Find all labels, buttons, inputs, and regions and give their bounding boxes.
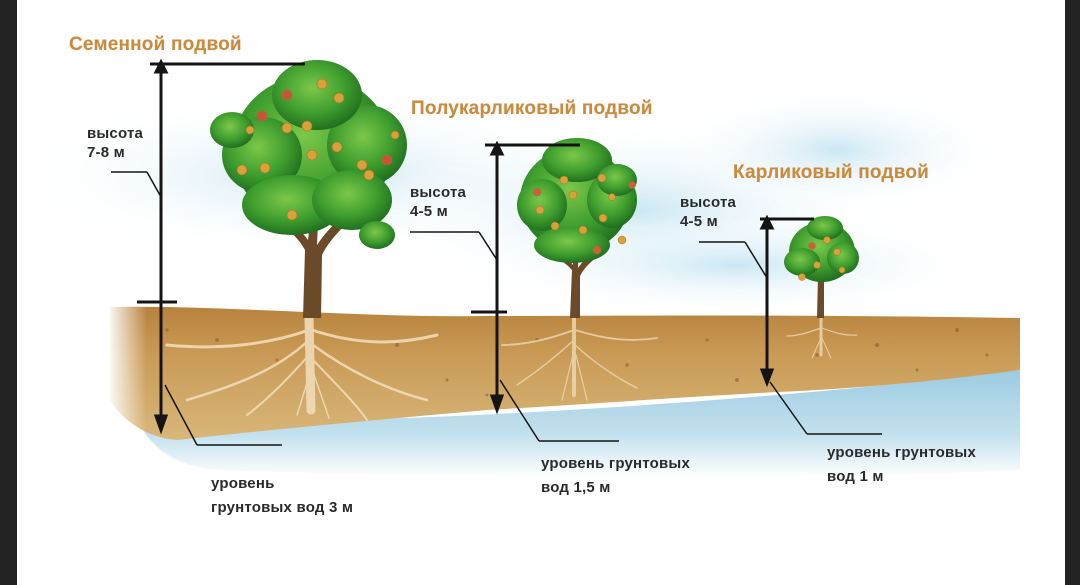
height-gauge-2 [410,140,619,442]
height-label-dwarf: высота 4-5 м [680,194,737,230]
tree-semi-dwarf-rootstock [517,138,637,318]
tree-seed-rootstock [210,60,407,318]
groundwater-label-seed: уровень грунтовых вод 3 м [211,475,354,516]
title-semi-dwarf-rootstock: Полукарликовый подвой [411,98,653,119]
rootstock-illustration [17,58,1020,478]
groundwater-layer [137,370,1020,478]
title-dwarf-rootstock: Карликовый подвой [733,162,930,183]
groundwater-label-semi-dwarf: уровень грунтовых вод 1,5 м [541,455,690,496]
tree-dwarf-rootstock [784,216,859,318]
title-seed-rootstock: Семенной подвой [69,34,242,55]
roots-tree-2 [501,316,658,401]
roots-tree-1 [165,313,439,421]
soil-layer [110,306,1020,440]
diagram-canvas: Семенной подвой Полукарликовый подвой Ка… [17,0,1065,585]
sky-wash [17,90,1007,315]
height-label-seed: высота 7-8 м [87,125,144,161]
height-gauge-3 [699,214,882,435]
height-label-semi-dwarf: высота 4-5 м [410,184,467,220]
height-gauge-1 [111,58,305,446]
groundwater-label-dwarf: уровень грунтовых вод 1 м [827,444,976,485]
roots-tree-3 [786,316,858,359]
